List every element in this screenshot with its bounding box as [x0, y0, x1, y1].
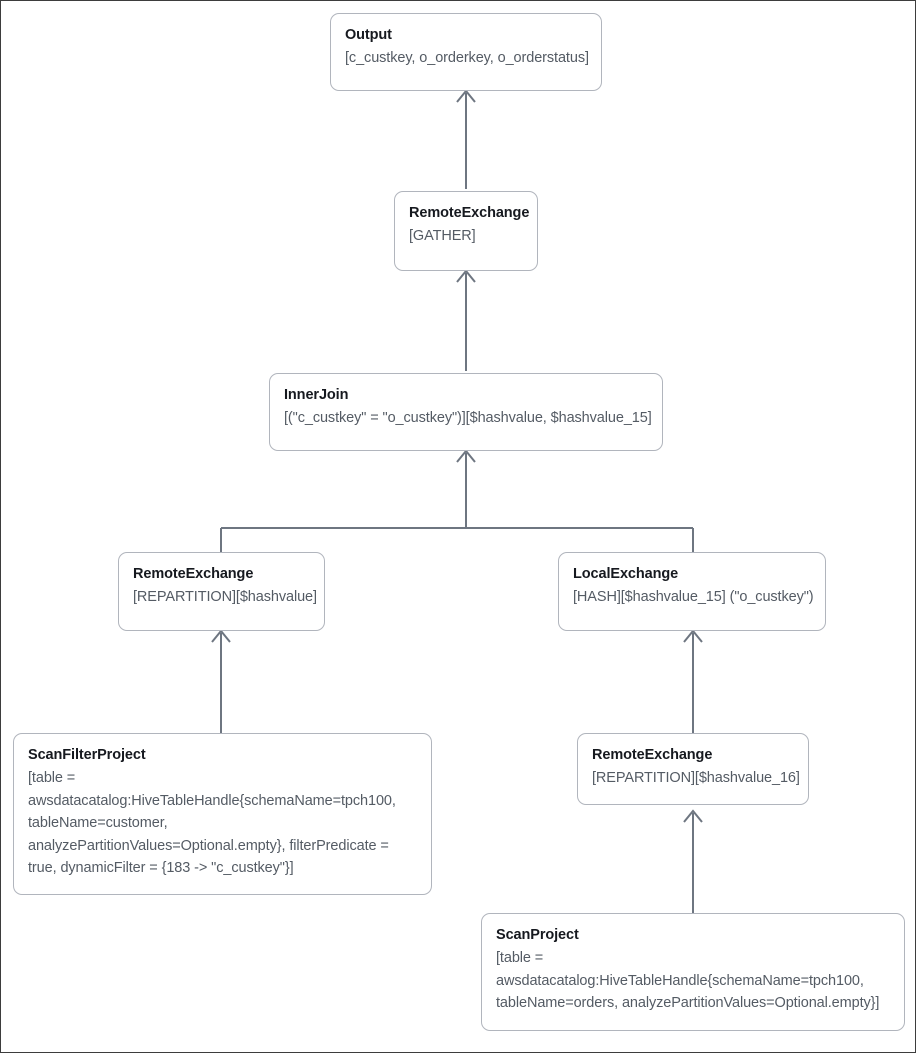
- node-output-detail: [c_custkey, o_orderkey, o_orderstatus]: [345, 50, 589, 67]
- node-output-title: Output: [345, 27, 392, 43]
- node-scan-filter-project[interactable]: ScanFilterProject [table = awsdatacatalo…: [13, 733, 432, 895]
- node-scan-project[interactable]: ScanProject [table = awsdatacatalog:Hive…: [481, 913, 905, 1031]
- node-output[interactable]: Output [c_custkey, o_orderkey, o_orderst…: [330, 13, 602, 91]
- node-scan-filter-project-detail: [table = awsdatacatalog:HiveTableHandle{…: [28, 770, 396, 877]
- node-local-exchange-hash-detail: [HASH][$hashvalue_15] ("o_custkey"): [573, 589, 814, 606]
- edge-remoteexchange-to-localexchange: [683, 629, 703, 733]
- node-scan-filter-project-title: ScanFilterProject: [28, 747, 146, 763]
- node-local-exchange-hash-title: LocalExchange: [573, 566, 679, 582]
- node-scan-project-title: ScanProject: [496, 927, 579, 943]
- node-remote-exchange-repartition-left-title: RemoteExchange: [133, 566, 254, 582]
- node-remote-exchange-repartition-left-detail: [REPARTITION][$hashvalue]: [133, 589, 317, 606]
- node-local-exchange-hash[interactable]: LocalExchange [HASH][$hashvalue_15] ("o_…: [558, 552, 826, 631]
- node-remote-exchange-repartition-right[interactable]: RemoteExchange [REPARTITION][$hashvalue_…: [577, 733, 809, 805]
- node-inner-join[interactable]: InnerJoin [("c_custkey" = "o_custkey")][…: [269, 373, 663, 451]
- edge-scanfilterproject-to-remoteexchange: [211, 629, 231, 733]
- node-remote-exchange-gather[interactable]: RemoteExchange [GATHER]: [394, 191, 538, 271]
- node-scan-project-detail: [table = awsdatacatalog:HiveTableHandle{…: [496, 950, 880, 1012]
- node-remote-exchange-repartition-right-detail: [REPARTITION][$hashvalue_16]: [592, 770, 800, 787]
- node-inner-join-detail: [("c_custkey" = "o_custkey")][$hashvalue…: [284, 410, 652, 427]
- edge-scanproject-to-remoteexchange: [683, 809, 703, 913]
- node-remote-exchange-repartition-left[interactable]: RemoteExchange [REPARTITION][$hashvalue]: [118, 552, 325, 631]
- edge-gather-to-output: [456, 89, 476, 189]
- node-remote-exchange-gather-detail: [GATHER]: [409, 228, 476, 245]
- node-remote-exchange-gather-title: RemoteExchange: [409, 205, 530, 221]
- edge-children-to-innerjoin: [220, 449, 694, 552]
- node-remote-exchange-repartition-right-title: RemoteExchange: [592, 747, 713, 763]
- edge-innerjoin-to-gather: [456, 269, 476, 371]
- node-inner-join-title: InnerJoin: [284, 387, 349, 403]
